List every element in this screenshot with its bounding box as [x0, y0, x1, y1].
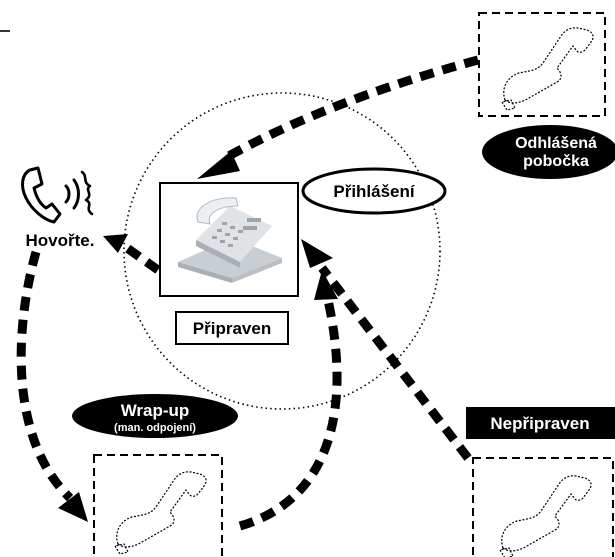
- not-ready-extension: [472, 457, 614, 557]
- agent-desk-phone: [159, 182, 299, 297]
- arrow-wrapup-to-ready: [238, 270, 342, 531]
- logged-in-area: [123, 92, 441, 410]
- not-ready-label: Nepřipraven: [490, 414, 589, 433]
- wrapup-extension: [93, 454, 223, 557]
- logged-in-label: Přihlášení: [333, 182, 416, 201]
- talking-handset-icon: [21, 166, 94, 224]
- logged-out-label-line1: Odhlášená: [515, 135, 597, 152]
- desk-phone-icon: [178, 197, 282, 283]
- arrow-notready-to-ready: [301, 239, 472, 461]
- wrapup-label-line2: (man. odpojení): [114, 422, 196, 434]
- arrow-ready-to-talk: [103, 234, 161, 274]
- ready-label: Připraven: [193, 319, 271, 338]
- arrow-logout-to-login: [197, 55, 480, 179]
- talk-label: Hovořte.: [26, 231, 95, 250]
- wrapup-label-line1: Wrap-up: [121, 401, 190, 420]
- logged-out-label-line2: pobočka: [523, 153, 589, 170]
- logged-out-extension: [478, 12, 606, 117]
- arrow-talk-to-wrapup: [16, 250, 88, 522]
